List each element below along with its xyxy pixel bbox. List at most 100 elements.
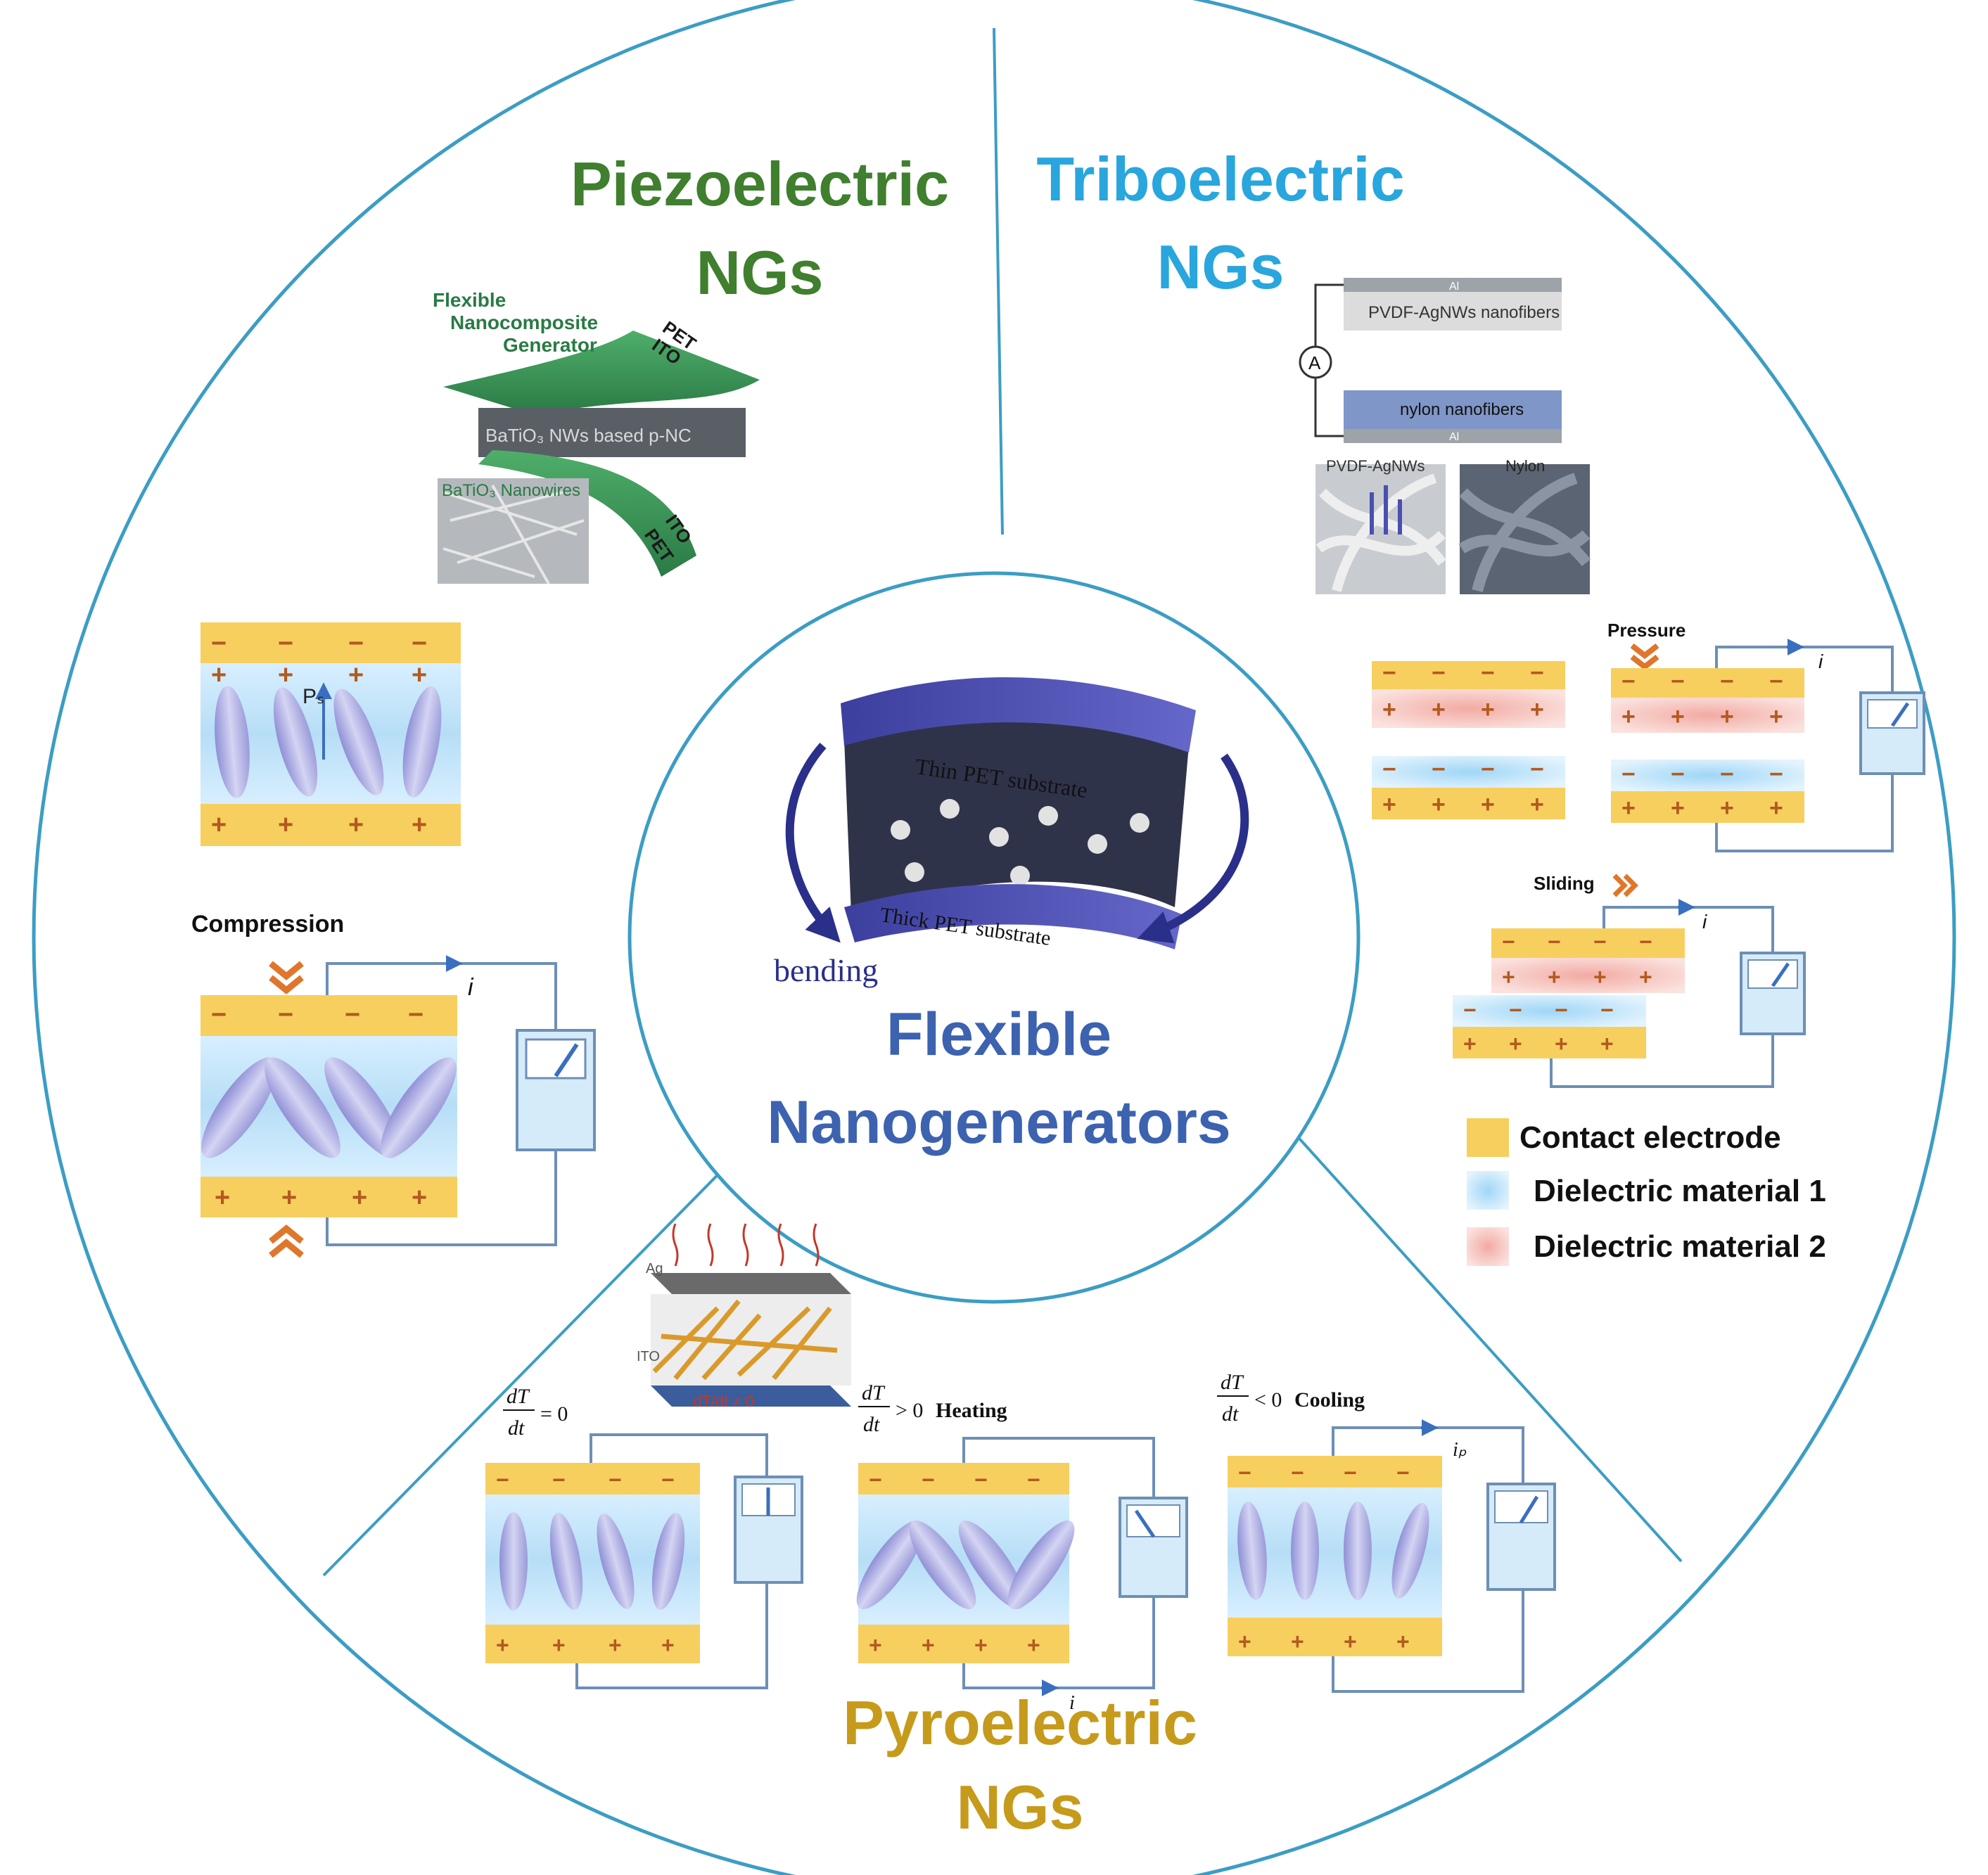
tribo-title-2: NGs xyxy=(1157,232,1285,302)
center-device: Thin PET substrate Thick PET substrate b… xyxy=(774,677,1249,988)
pyro-device-bottom: ITO xyxy=(637,1349,660,1364)
svg-text:+: + xyxy=(1481,696,1495,723)
legend-swatch-electrode xyxy=(1467,1118,1509,1157)
piezo-current-label: i xyxy=(468,974,474,1001)
svg-text:−: − xyxy=(1238,1460,1251,1485)
svg-text:+: + xyxy=(1238,1629,1251,1654)
svg-text:−: − xyxy=(1481,756,1495,783)
pyro-state-3: dT dt < 0 Cooling −−−− ++++ iₚ xyxy=(1217,1371,1556,1693)
pyro-state-2-name: Heating xyxy=(936,1399,1007,1422)
svg-text:−: − xyxy=(1344,1460,1357,1485)
svg-text:−: − xyxy=(1530,756,1544,783)
tribo-inset-right-label: Nylon xyxy=(1505,457,1545,475)
piezo-device-illustration: BaTiO₃ NWs based p-NC BaTiO₃ Nanowires F… xyxy=(433,289,760,584)
pyro-state-2: dT dt > 0 Heating −−−− ++++ i xyxy=(856,1381,1188,1714)
svg-text:+: + xyxy=(1481,791,1495,818)
tribo-device: Al PVDF-AgNWs nanofibers nylon nanofiber… xyxy=(1299,278,1591,594)
piezo-device-label-2: Nanocomposite xyxy=(450,312,598,333)
svg-text:−: − xyxy=(1509,997,1522,1023)
svg-text:−: − xyxy=(1530,660,1544,686)
svg-text:−: − xyxy=(1481,660,1495,686)
piezo-compression-cell: Compression −−−− ++++ i xyxy=(191,911,596,1258)
svg-text:+: + xyxy=(1396,1629,1410,1654)
svg-text:−: − xyxy=(1671,668,1685,695)
piezo-device-label-3: Generator xyxy=(503,334,597,356)
tribo-sliding-cell: Sliding −−−− ++++ −−−− ++++ i xyxy=(1453,873,1806,1088)
svg-text:+: + xyxy=(211,810,227,840)
tribo-title-1: Triboelectric xyxy=(1036,144,1404,214)
svg-text:+: + xyxy=(1509,1031,1522,1056)
svg-text:+: + xyxy=(1720,703,1734,730)
svg-text:−: − xyxy=(345,1000,360,1030)
svg-text:−: − xyxy=(1769,761,1783,788)
svg-text:−: − xyxy=(869,1467,882,1492)
svg-text:+: + xyxy=(974,1632,988,1658)
tribo-pressure-cell: Pressure −−−− ++++ −−−− ++++ i xyxy=(1607,620,1925,852)
svg-text:−: − xyxy=(1027,1467,1040,1492)
pyro-state-2-den: dt xyxy=(863,1413,880,1436)
svg-text:+: + xyxy=(1593,964,1607,990)
svg-text:−: − xyxy=(1555,997,1568,1023)
pyro-state-1-rel: = 0 xyxy=(540,1402,568,1426)
tribo-inset-left-label: PVDF-AgNWs xyxy=(1326,457,1425,475)
pyro-state-3-name: Cooling xyxy=(1294,1388,1365,1412)
svg-text:+: + xyxy=(281,1183,297,1212)
divider-top xyxy=(993,27,1004,535)
svg-text:+: + xyxy=(1671,703,1685,730)
svg-text:+: + xyxy=(1639,964,1652,990)
pyro-state-2-current: i xyxy=(1069,1692,1075,1714)
svg-text:+: + xyxy=(1720,795,1734,821)
svg-text:+: + xyxy=(869,1632,882,1658)
tribo-bottom-electrode: Al xyxy=(1449,431,1459,443)
svg-text:−: − xyxy=(1621,761,1636,788)
pyro-device-top: Ag xyxy=(646,1261,663,1276)
svg-text:+: + xyxy=(1530,696,1544,723)
legend: Contact electrode Dielectric material 1 … xyxy=(1467,1118,1826,1266)
svg-text:−: − xyxy=(1720,761,1734,788)
svg-text:+: + xyxy=(1027,1632,1040,1658)
pyro-state-1: dT dt = 0 −−−− ++++ xyxy=(485,1385,803,1689)
svg-text:−: − xyxy=(1291,1460,1304,1485)
pyro-state-2-num: dT xyxy=(862,1381,886,1404)
center-title-1: Flexible xyxy=(886,1001,1111,1068)
piezo-ps-label: Pₛ xyxy=(302,685,324,708)
legend-swatch-dielectric-1 xyxy=(1467,1171,1509,1210)
divider-lower-left xyxy=(322,1145,747,1577)
svg-text:−: − xyxy=(211,629,227,658)
tribo-sliding-current: i xyxy=(1702,911,1707,933)
svg-text:+: + xyxy=(496,1632,509,1658)
svg-text:+: + xyxy=(1548,964,1561,990)
svg-text:+: + xyxy=(1432,791,1446,818)
center-motion-label: bending xyxy=(774,952,878,988)
svg-text:−: − xyxy=(408,1000,423,1030)
svg-text:−: − xyxy=(412,629,427,658)
svg-text:+: + xyxy=(552,1632,566,1658)
piezo-title-1: Piezoelectric xyxy=(571,149,949,219)
svg-text:−: − xyxy=(552,1467,566,1492)
svg-text:−: − xyxy=(1720,668,1734,695)
svg-text:−: − xyxy=(1382,660,1396,686)
svg-text:+: + xyxy=(1555,1031,1568,1056)
svg-text:+: + xyxy=(352,1183,367,1212)
pyro-state-3-den: dt xyxy=(1222,1402,1239,1426)
svg-text:−: − xyxy=(1432,660,1446,686)
pressure-label: Pressure xyxy=(1607,620,1686,641)
piezo-layer-mid: BaTiO₃ NWs based p-NC xyxy=(485,425,692,446)
svg-text:+: + xyxy=(922,1632,935,1658)
svg-text:+: + xyxy=(1769,703,1783,730)
outer-circle xyxy=(32,0,1956,1875)
svg-text:−: − xyxy=(1382,756,1396,783)
svg-text:+: + xyxy=(1621,703,1636,730)
tribo-bottom-layer: nylon nanofibers xyxy=(1400,400,1524,419)
svg-text:+: + xyxy=(348,660,364,690)
svg-text:+: + xyxy=(215,1183,230,1212)
svg-text:−: − xyxy=(1463,997,1477,1023)
svg-text:−: − xyxy=(1621,668,1636,695)
divider-lower-right xyxy=(1286,1124,1683,1563)
svg-text:−: − xyxy=(1548,929,1561,954)
tribo-meter-label: A xyxy=(1308,352,1321,373)
svg-text:+: + xyxy=(278,810,293,840)
svg-text:+: + xyxy=(1530,791,1544,818)
piezo-rest-cell: −−−− ++++ ++++ Pₛ xyxy=(200,622,461,846)
